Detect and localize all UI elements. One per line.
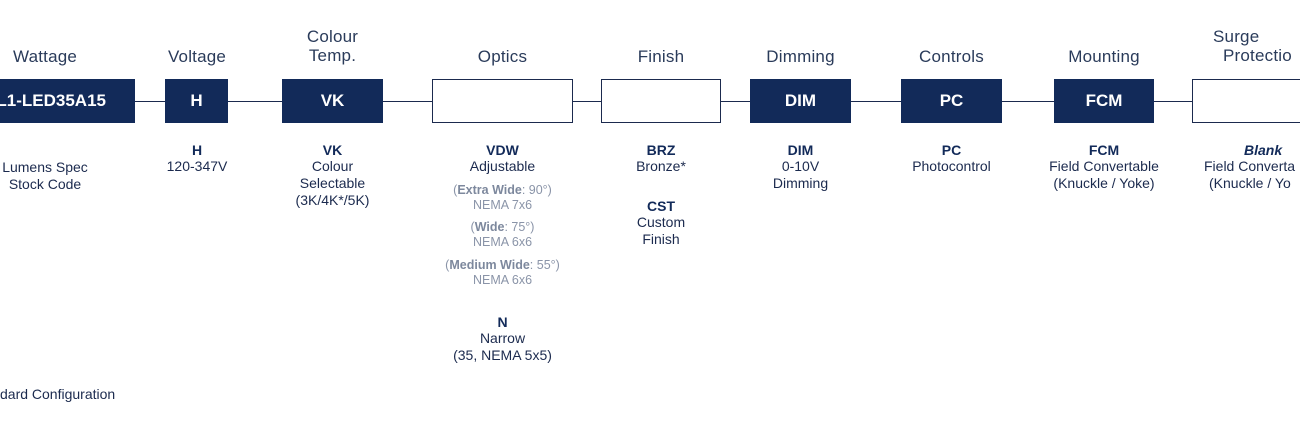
option-controls-pc: PC Photocontrol	[891, 142, 1012, 175]
option-desc: Stock Code	[8, 176, 82, 192]
option-desc: Field Convertable	[1049, 158, 1159, 174]
option-sub-open: (	[445, 258, 450, 272]
option-finish-brz: BRZ Bronze*	[601, 142, 721, 175]
option-desc: (Knuckle / Yoke)	[1053, 175, 1155, 191]
connector-line	[1154, 101, 1192, 102]
code-box-voltage[interactable]: H	[165, 79, 228, 123]
header-mounting: Mounting	[1068, 47, 1140, 66]
header-dimming: Dimming	[766, 47, 835, 66]
option-surge-blank: Blank Field Converta (Knuckle / Yo	[1192, 142, 1300, 192]
header-controls: Controls	[919, 47, 984, 66]
code-box-finish[interactable]	[601, 79, 721, 123]
option-optics-extra-wide: (Extra Wide: 90°) NEMA 7x6	[402, 183, 603, 213]
option-sub-rest: : 90°)	[521, 183, 552, 197]
option-mounting-fcm: FCM Field Convertable (Knuckle / Yoke)	[1034, 142, 1174, 192]
option-sub: NEMA 6x6	[472, 235, 533, 249]
option-code: VK	[322, 142, 343, 158]
option-finish-cst: CST Custom Finish	[601, 198, 721, 248]
header-line: Colour	[306, 27, 359, 46]
option-desc: Narrow	[479, 330, 526, 346]
connector-line	[851, 101, 901, 102]
code-box-controls[interactable]: PC	[901, 79, 1002, 123]
option-sub-bold: Medium Wide	[449, 258, 530, 272]
option-colour-vk: VK Colour Selectable (3K/4K*/5K)	[282, 142, 383, 209]
footer-note: dard Configuration	[0, 386, 116, 402]
option-desc: Finish	[642, 231, 680, 247]
connector-line	[383, 101, 432, 102]
option-code: CST	[647, 198, 675, 214]
option-sub-bold: Extra Wide	[457, 183, 522, 197]
option-voltage-h: H 120-347V	[147, 142, 247, 175]
option-sub: NEMA 7x6	[472, 198, 533, 212]
option-desc: 120-347V	[166, 158, 228, 174]
code-box-surge-protection[interactable]	[1192, 79, 1300, 123]
option-desc: Field Converta	[1204, 158, 1296, 174]
option-desc: Colour	[311, 158, 354, 174]
option-code: PC	[941, 142, 962, 158]
header-surge-protection: Surge Protectio	[1205, 27, 1295, 65]
option-desc: Dimming	[772, 175, 829, 191]
header-finish: Finish	[637, 47, 685, 66]
connector-line	[1002, 101, 1054, 102]
option-optics-n: N Narrow (35, NEMA 5x5)	[432, 314, 573, 364]
option-desc: Adjustable	[469, 158, 536, 174]
option-code: VDW	[486, 142, 519, 158]
option-sub: (Wide: 75°)	[402, 220, 603, 235]
code-box-optics[interactable]	[432, 79, 573, 123]
code-box-dimming[interactable]: DIM	[750, 79, 851, 123]
header-line: Surge	[1213, 27, 1260, 46]
option-optics-wide: (Wide: 75°) NEMA 6x6	[402, 220, 603, 250]
option-sub: (Extra Wide: 90°)	[402, 183, 603, 198]
option-sub-open: (	[453, 183, 458, 197]
option-code: H	[191, 142, 203, 158]
option-sub-rest: : 75°)	[504, 220, 535, 234]
option-desc: Custom	[636, 214, 686, 230]
header-colour-temp: Colour Temp.	[282, 27, 383, 65]
option-code: BRZ	[646, 142, 676, 158]
option-sub-bold: Wide	[474, 220, 505, 234]
option-desc: Bronze*	[636, 158, 686, 174]
code-box-mounting[interactable]: FCM	[1054, 79, 1154, 123]
option-desc: Lumens Spec	[2, 159, 88, 175]
connector-line	[135, 101, 165, 102]
header-wattage: Wattage	[12, 47, 78, 66]
code-box-wattage[interactable]: FL1-LED35A15	[0, 79, 135, 123]
option-desc: (Knuckle / Yo	[1209, 175, 1291, 191]
option-optics-medium-wide: (Medium Wide: 55°) NEMA 6x6	[402, 258, 603, 288]
option-sub: (Medium Wide: 55°)	[402, 258, 603, 273]
option-desc: 0-10V	[781, 158, 820, 174]
option-code: DIM	[787, 142, 814, 158]
option-sub-open: (	[470, 220, 475, 234]
option-desc: (3K/4K*/5K)	[295, 192, 370, 208]
header-line: Temp.	[308, 46, 357, 65]
option-desc: (35, NEMA 5x5)	[453, 347, 552, 363]
option-code: Blank	[1244, 142, 1283, 158]
option-code: FCM	[1088, 142, 1120, 158]
connector-line	[721, 101, 750, 102]
option-code: N	[497, 314, 508, 330]
option-wattage: Lumens Spec Stock Code	[0, 159, 120, 193]
header-line: Protectio	[1223, 46, 1292, 65]
header-optics: Optics	[477, 47, 528, 66]
option-optics-vdw: VDW Adjustable	[432, 142, 573, 175]
option-dimming-dim: DIM 0-10V Dimming	[750, 142, 851, 192]
option-sub-rest: : 55°)	[529, 258, 560, 272]
code-box-colour-temp[interactable]: VK	[282, 79, 383, 123]
option-desc: Photocontrol	[912, 158, 991, 174]
header-voltage: Voltage	[167, 47, 227, 66]
option-desc: Selectable	[299, 175, 366, 191]
option-sub: NEMA 6x6	[472, 273, 533, 287]
connector-line	[573, 101, 601, 102]
connector-line	[228, 101, 282, 102]
